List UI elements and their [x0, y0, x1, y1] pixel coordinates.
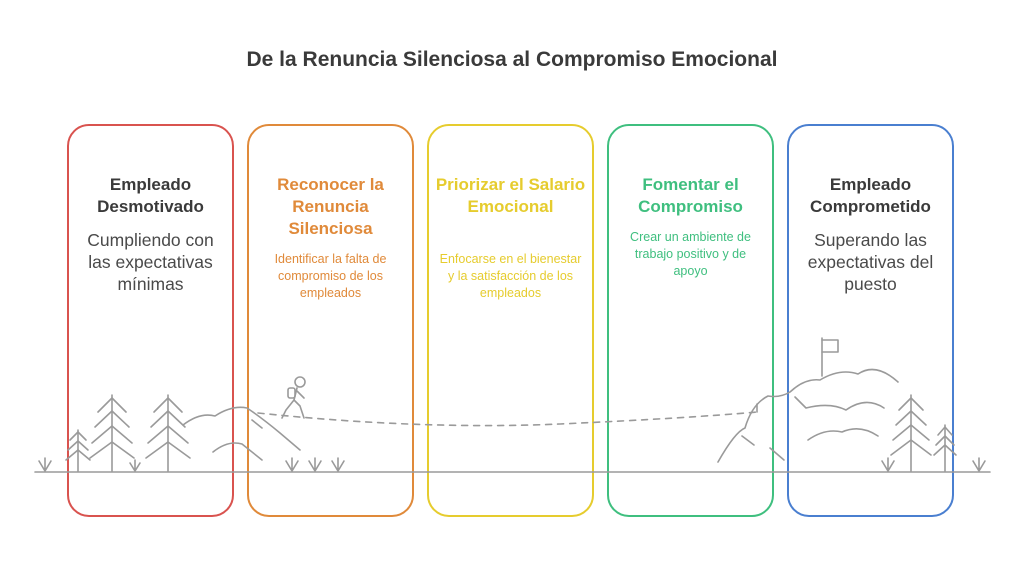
step-card-fomentar: Fomentar el Compromiso Crear un ambiente… — [607, 124, 774, 517]
card-description: Superando las expectativas del puesto — [807, 230, 934, 294]
card-description: Cumpliendo con las expectativas mínimas — [87, 230, 214, 294]
page-title: De la Renuncia Silenciosa al Compromiso … — [246, 48, 778, 71]
card-heading: Priorizar el Salario Emocional — [435, 175, 586, 216]
step-card-empleado-desmotivado: Empleado Desmotivado Cumpliendo con las … — [67, 124, 234, 517]
step-card-empleado-comprometido: Empleado Comprometido Superando las expe… — [787, 124, 954, 517]
card-heading: Reconocer la Renuncia Silenciosa — [277, 175, 384, 238]
step-card-reconocer: Reconocer la Renuncia Silenciosa Identif… — [247, 124, 414, 517]
card-heading: Empleado Desmotivado — [97, 175, 204, 216]
card-description: Enfocarse en el bienestar y la satisfacc… — [439, 252, 582, 300]
grass-tuft-icon — [38, 457, 52, 472]
card-description: Crear un ambiente de trabajo positivo y … — [630, 230, 751, 278]
step-card-priorizar: Priorizar el Salario Emocional Enfocarse… — [427, 124, 594, 517]
grass-tuft-icon — [972, 457, 986, 472]
card-heading: Empleado Comprometido — [810, 175, 931, 216]
card-heading: Fomentar el Compromiso — [638, 175, 743, 216]
card-description: Identificar la falta de compromiso de lo… — [274, 252, 387, 300]
